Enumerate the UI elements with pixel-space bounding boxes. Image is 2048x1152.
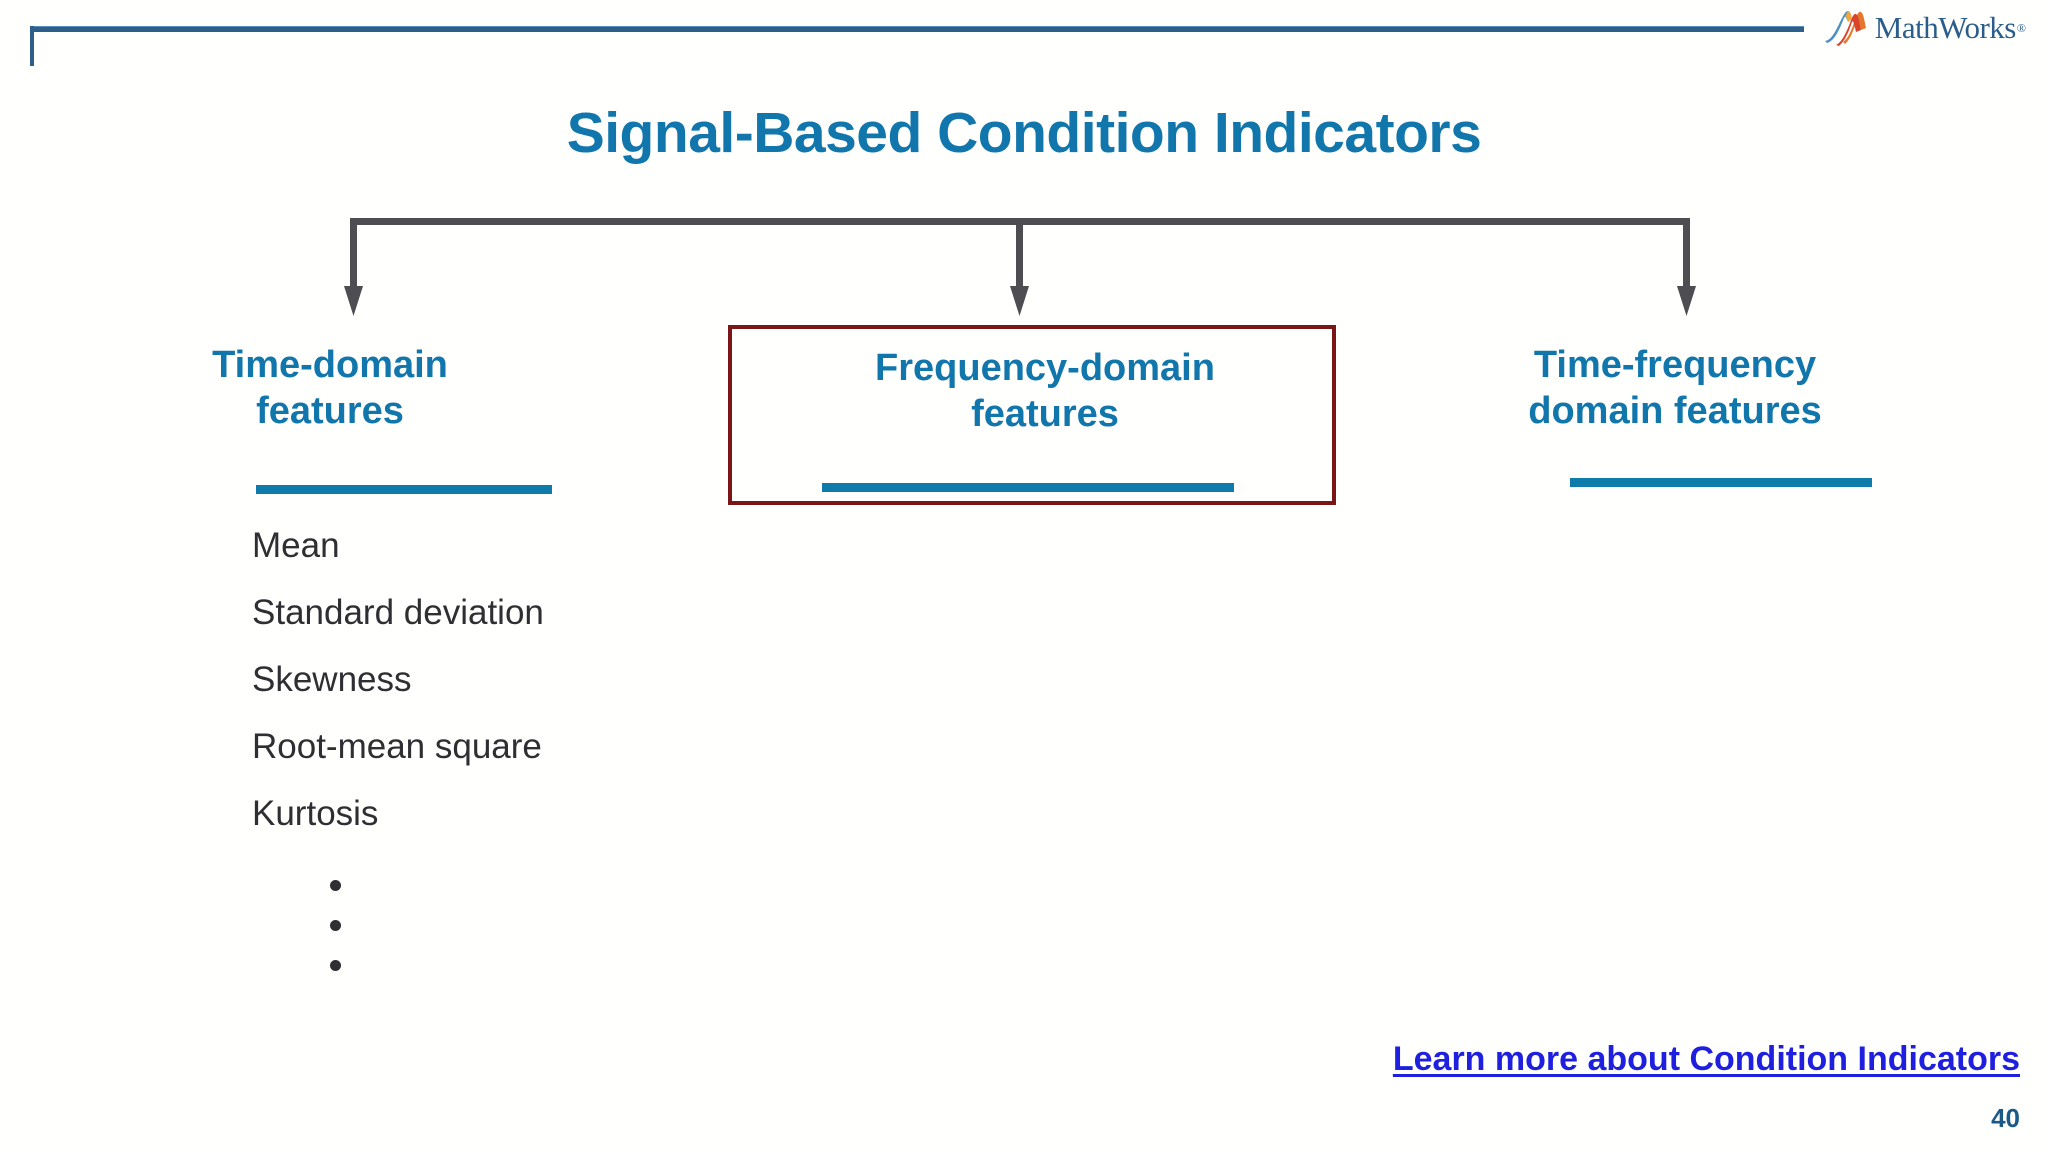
column-heading-line-1: Time-frequency — [1533, 344, 1817, 386]
mathworks-logo: MathWorks® — [1823, 6, 2026, 50]
feature-list-time-domain: Mean Standard deviation Skewness Root-me… — [252, 528, 772, 863]
list-item: Mean — [252, 526, 340, 565]
column-underline-time-frequency-domain — [1570, 478, 1872, 487]
ellipsis-dot — [330, 880, 341, 891]
list-item: Skewness — [252, 660, 412, 699]
list-item: Standard deviation — [252, 593, 544, 632]
ellipsis-dot — [330, 960, 341, 971]
vertical-ellipsis — [330, 880, 341, 1000]
column-underline-time-domain — [256, 485, 552, 494]
column-heading-time-domain: Time-domain features — [150, 342, 510, 435]
column-heading-line-1: Frequency-domain — [875, 347, 1215, 389]
column-underline-frequency-domain — [822, 483, 1234, 492]
slide-frame-left-line — [30, 26, 34, 66]
column-heading-line-1: Time-domain — [212, 344, 448, 386]
trademark-symbol: ® — [2016, 20, 2026, 35]
highlight-box-frequency-domain — [728, 325, 1336, 505]
list-item: Kurtosis — [252, 794, 379, 833]
page-number: 40 — [1991, 1103, 2020, 1133]
column-heading-line-2: features — [971, 393, 1119, 436]
slide-frame-top-line — [30, 26, 1804, 32]
mathworks-wordmark: MathWorks® — [1874, 10, 2026, 45]
column-heading-time-frequency-domain: Time-frequency domain features — [1440, 342, 1910, 435]
mathworks-membrane-icon — [1824, 11, 1866, 47]
list-item: Root-mean square — [252, 727, 542, 766]
page-title: Signal-Based Condition Indicators — [566, 101, 1482, 165]
column-heading-line-2: domain features — [1528, 390, 1822, 433]
learn-more-link[interactable]: Learn more about Condition Indicators — [1392, 1040, 2020, 1078]
column-heading-frequency-domain: Frequency-domain features — [760, 345, 1330, 438]
column-heading-line-2: features — [256, 390, 404, 433]
ellipsis-dot — [330, 920, 341, 931]
connector-bracket-arrows — [344, 218, 1696, 316]
